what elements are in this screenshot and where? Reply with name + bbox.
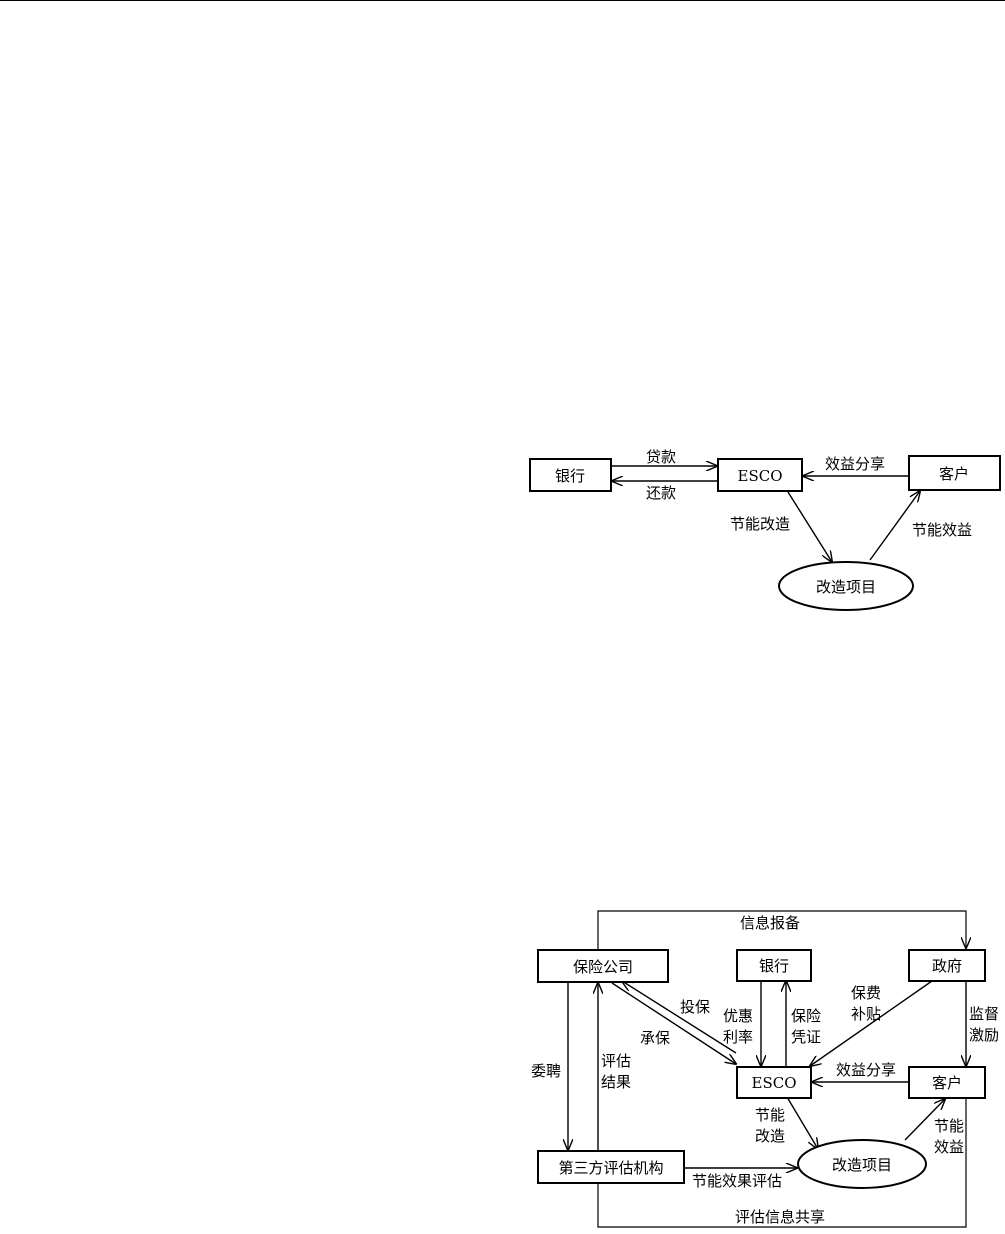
node-bank-2-label: 银行: [759, 957, 789, 975]
edge-info-report: [597, 910, 966, 959]
node-project-2-label: 改造项目: [832, 1156, 892, 1174]
node-customer-label: 客户: [939, 465, 969, 483]
label-benefit-share: 效益分享: [825, 455, 885, 473]
edge-energy-benefit: [869, 491, 920, 561]
label-subsidy-1: 保费: [851, 984, 881, 1002]
node-esco-2: [736, 1066, 812, 1099]
label-guarantee-1: 保险: [791, 1007, 821, 1025]
node-bank-label: 银行: [555, 467, 585, 485]
label-retrofit-2b: 改造: [755, 1127, 785, 1145]
edge-retrofit: [787, 491, 832, 562]
label-preferential-2: 利率: [723, 1028, 753, 1046]
label-info-report: 信息报备: [740, 914, 800, 932]
label-energy-benefit-2b: 效益: [934, 1138, 964, 1156]
label-underwrite: 承保: [640, 1029, 670, 1047]
label-retrofit: 节能改造: [730, 515, 790, 533]
label-repay: 还款: [646, 484, 676, 502]
node-customer-2: [908, 1066, 986, 1099]
label-insure: 投保: [680, 998, 710, 1016]
edge-retrofit-2: [786, 1096, 818, 1149]
node-insurer: [537, 949, 669, 983]
node-project: [778, 561, 914, 611]
label-eval-result-2: 结果: [601, 1073, 631, 1091]
label-guarantee-2: 凭证: [791, 1028, 821, 1046]
edge-subsidy: [810, 980, 933, 1066]
label-appoint: 委聘: [531, 1062, 561, 1080]
node-government-label: 政府: [932, 957, 962, 975]
label-benefit-share-2: 效益分享: [836, 1061, 896, 1079]
label-energy-benefit-2a: 节能: [934, 1117, 964, 1135]
label-supervise-1: 监督: [969, 1005, 999, 1023]
label-preferential-1: 优惠: [723, 1007, 753, 1025]
node-customer-2-label: 客户: [932, 1074, 962, 1092]
label-eval-result-1: 评估: [601, 1052, 631, 1070]
label-subsidy-2: 补贴: [851, 1005, 881, 1023]
label-effect-eval: 节能效果评估: [692, 1172, 782, 1190]
node-insurer-label: 保险公司: [573, 958, 633, 976]
node-bank-2: [736, 949, 812, 982]
node-government: [908, 949, 986, 982]
diagram-1: 银行 ESCO 客户 改造项目 贷款 还款 效益分享 节能改造 节能效益: [529, 448, 1001, 611]
edge-underwrite: [611, 982, 736, 1064]
edge-insure: [622, 981, 737, 1054]
node-esco-2-label: ESCO: [752, 1074, 797, 1092]
label-energy-benefit: 节能效益: [912, 521, 972, 539]
node-esco: [717, 458, 803, 492]
label-supervise-2: 激励: [969, 1026, 999, 1044]
node-customer: [908, 455, 1001, 491]
top-rule: [0, 0, 1005, 1]
node-third-party-label: 第三方评估机构: [558, 1159, 663, 1177]
node-project-2: [797, 1139, 927, 1189]
label-loan: 贷款: [646, 448, 676, 466]
node-bank: [529, 458, 612, 492]
edge-energy-benefit-2: [904, 1099, 945, 1141]
node-esco-label: ESCO: [738, 467, 783, 485]
node-third-party: [537, 1150, 685, 1184]
label-retrofit-2a: 节能: [755, 1106, 785, 1124]
diagram-2: 保险公司 银行 政府 ESCO 客户 第三方评估机构 改造项目 信息报备 投保 …: [531, 910, 999, 1228]
edge-info-share: [597, 1074, 966, 1228]
label-info-share: 评估信息共享: [735, 1208, 825, 1226]
node-project-label: 改造项目: [816, 578, 876, 596]
